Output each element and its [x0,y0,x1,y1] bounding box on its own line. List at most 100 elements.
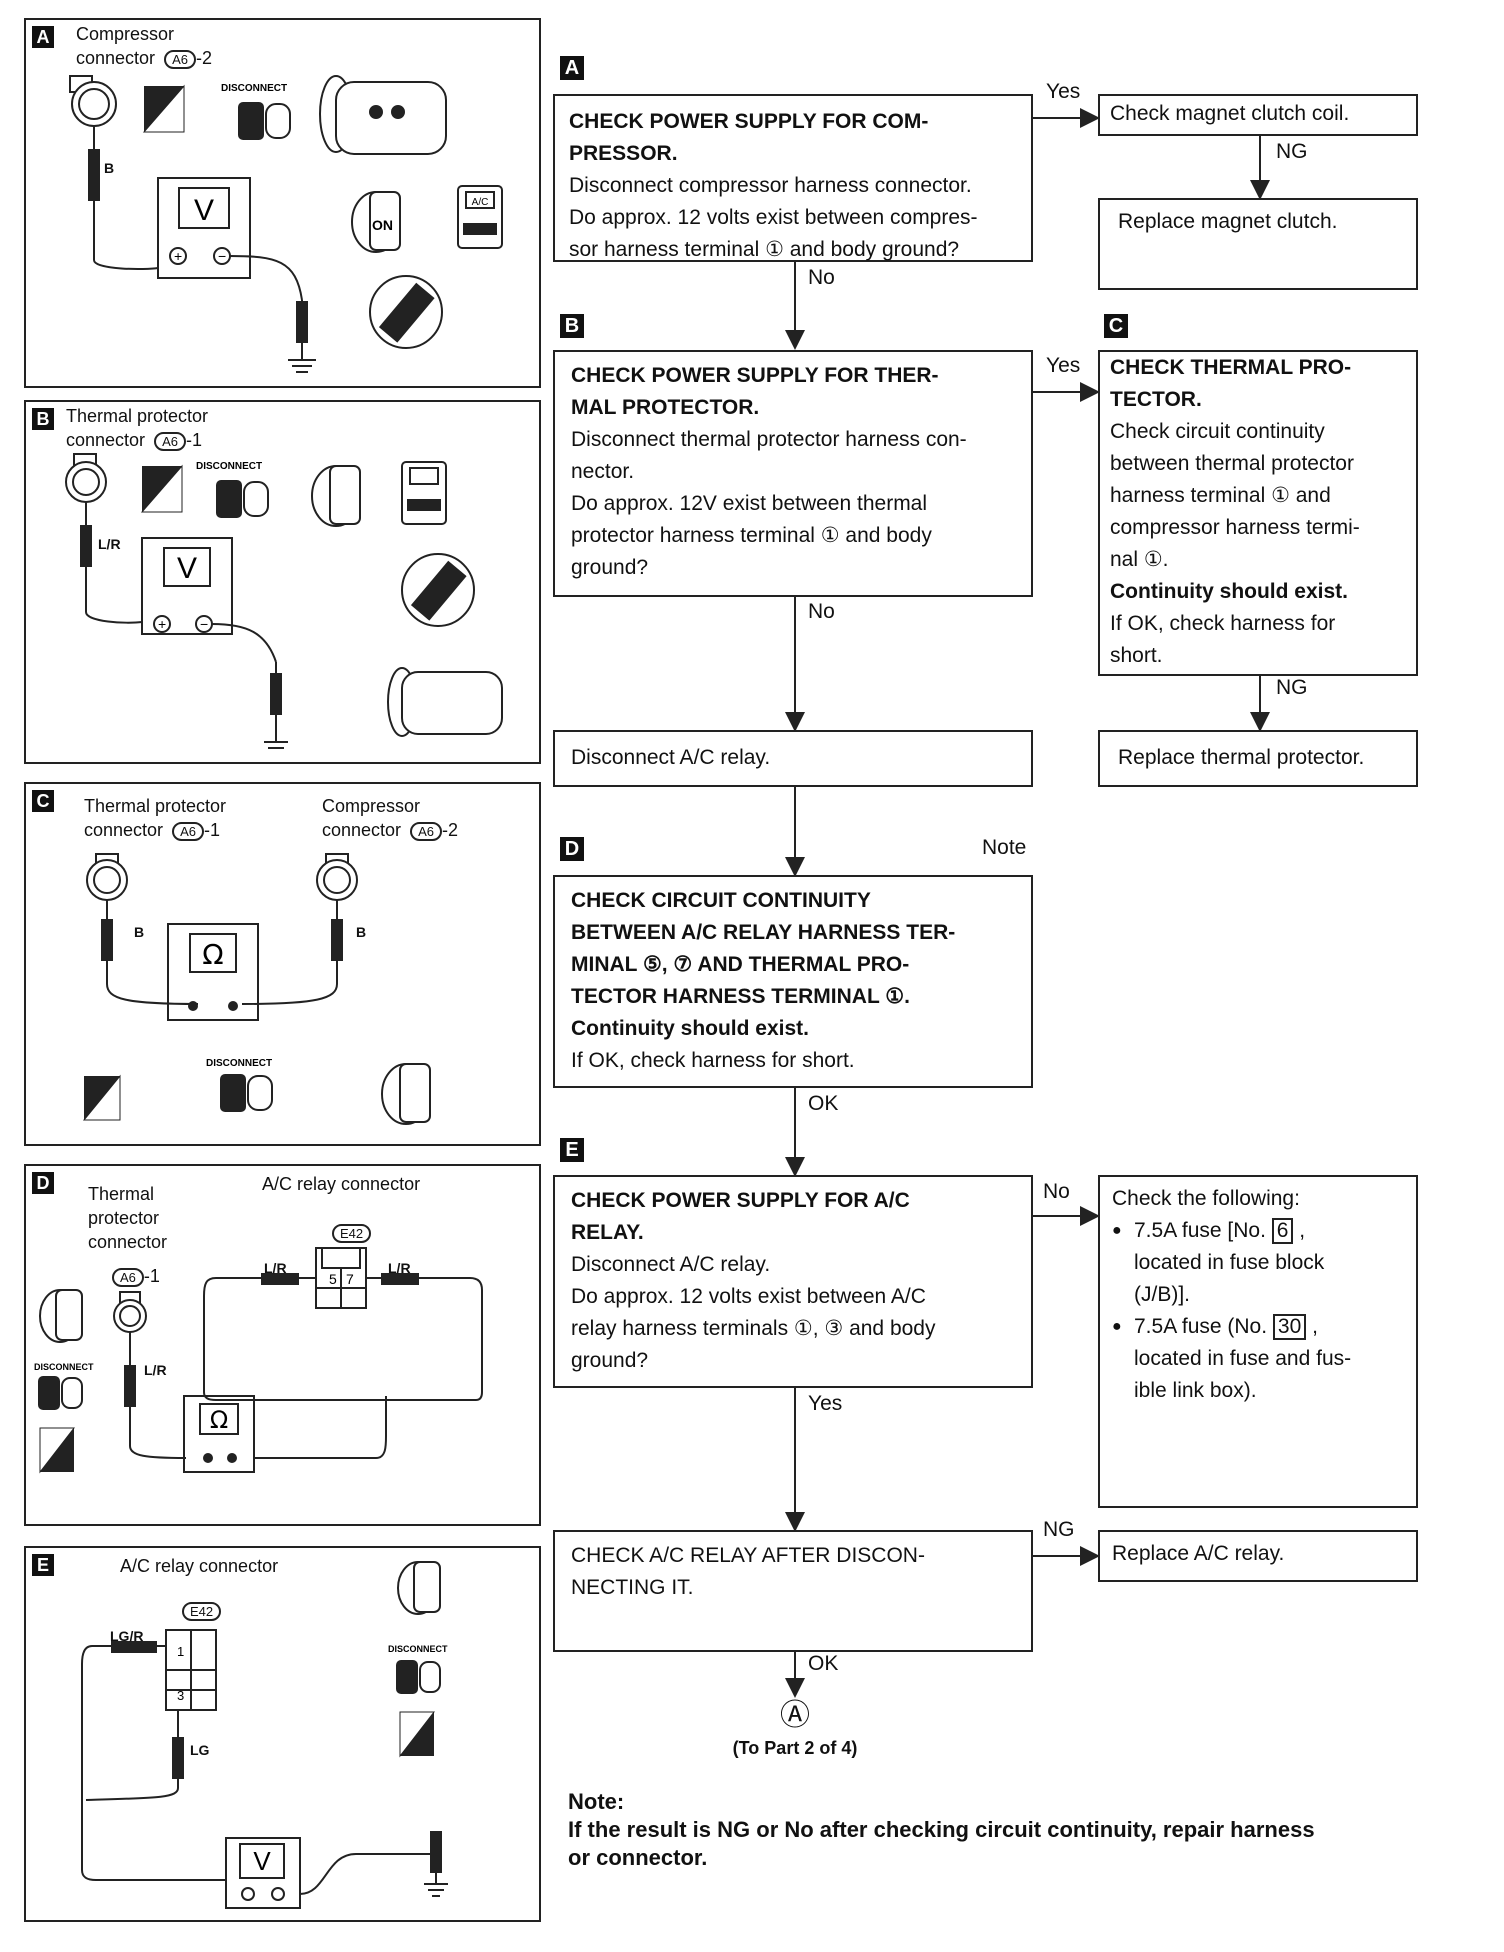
panel-e-pin-b: 3 [177,1688,184,1703]
ignition-on-icon [397,1561,441,1615]
ac-switch-icon [457,185,503,249]
step-b-body: Disconnect thermal protector harness con… [571,428,967,579]
ignition-on-icon [311,465,361,527]
connector-a-symbol: Ⓐ [780,1699,810,1732]
svg-text:DISCONNECT: DISCONNECT [34,1362,94,1372]
step-d-title: CHECK CIRCUIT CONTINUITY BETWEEN A/C REL… [571,889,956,1008]
fuse-list: 7.5A fuse [No. 6 , located in fuse block… [1112,1215,1404,1407]
panel-e-meter: V [253,1846,271,1876]
panel-d-connector-id: A6 [112,1268,144,1287]
step-letter-b: B [560,314,584,338]
disconnect-icon [216,480,242,518]
panel-a-suffix: -2 [195,48,212,68]
panel-e: E A/C relay connector E42 1 3 V [24,1546,541,1922]
edge-label-b-no: No [808,600,835,623]
panel-c-meter: Ω [202,938,223,971]
panel-a-meter: V [194,194,214,227]
step-d-note: Note [982,836,1027,859]
ignition-on-icon [351,191,401,253]
magnet-coil-text: Check magnet clutch coil. [1110,102,1350,125]
ignition-on-text: ON [372,217,393,233]
step-c-bold: Continuity should exist. [1110,580,1349,603]
panel-d-pin-a: 5 [329,1271,337,1287]
panel-e-wire-2: LG [190,1742,210,1758]
step-letter-d: D [560,837,584,861]
panel-a: A Compressor connector A6-2 V + − [24,18,541,388]
panel-c-left2: connector [84,820,164,840]
panel-c-left-connector-id: A6 [172,822,204,841]
replace-clutch-text: Replace magnet clutch. [1118,210,1338,233]
step-a-box: CHECK POWER SUPPLY FOR COM- PRESSOR. Dis… [553,94,1033,262]
magnet-coil-box: Check magnet clutch coil. [1098,94,1418,136]
step-c-tail: If OK, check harness for short. [1110,612,1336,667]
panel-d-title: A/C relay connector [262,1174,421,1194]
check-following-box: Check the following: 7.5A fuse [No. 6 , … [1098,1175,1418,1508]
svg-text:DISCONNECT: DISCONNECT [196,461,262,472]
panel-c-right1: Compressor [322,796,421,816]
panel-e-pin-a: 1 [177,1644,184,1659]
edge-label-a-yes: Yes [1046,80,1081,103]
ac-switch-text: A/C [472,197,489,208]
step-c-title: CHECK THERMAL PRO- TECTOR. [1110,356,1352,411]
disconnect-icon [38,1376,60,1410]
panel-c: C Thermal protector connector A6-1 Compr… [24,782,541,1146]
edge-label-a-no: No [808,266,835,289]
step-e-box: CHECK POWER SUPPLY FOR A/C RELAY. Discon… [553,1175,1033,1388]
panel-b-line2: connector [66,430,146,450]
fuse-number-6: 6 [1271,1218,1294,1244]
relay-check-text: CHECK A/C RELAY AFTER DISCON- NECTING IT… [571,1544,925,1599]
panel-d-wiring: 5 7 Ω DISCONNECT [34,1247,483,1474]
compressor-icon [319,75,447,155]
disconnect-relay-text: Disconnect A/C relay. [571,746,771,769]
panel-e-wiring: 1 3 V DISCONNECT [81,1561,448,1909]
panel-b-letter: B [32,408,54,430]
panel-a-line2: connector [76,48,156,68]
edge-label-coil-ng: NG [1276,140,1308,163]
panel-d-wire-3: L/R [144,1362,167,1378]
step-c-body: Check circuit continuity between thermal… [1110,420,1360,571]
ignition-off-icon [381,1063,431,1125]
step-a-title: CHECK POWER SUPPLY FOR COM- PRESSOR. [569,110,929,165]
disconnect-icon [238,102,264,140]
fuse-number-30: 30 [1272,1314,1307,1340]
panel-c-right2: connector [322,820,402,840]
step-c-box: CHECK THERMAL PRO- TECTOR. Check circuit… [1098,350,1418,676]
step-e-body: Disconnect A/C relay. Do approx. 12 volt… [571,1253,936,1372]
panel-a-letter: A [32,26,54,48]
panel-c-wiring: Ω DISCONNECT [82,853,431,1125]
fan-knob-icon [369,275,443,349]
compressor-icon [387,667,503,737]
svg-text:DISCONNECT: DISCONNECT [388,1644,448,1654]
step-d-bold: Continuity should exist. [571,1017,810,1040]
step-b-box: CHECK POWER SUPPLY FOR THER- MAL PROTECT… [553,350,1033,597]
panel-e-wire-1: LG/R [110,1628,144,1644]
footnote: Note: If the result is NG or No after ch… [568,1788,1468,1872]
edge-label-relay-ng: NG [1043,1518,1075,1541]
footnote-title: Note: [568,1789,625,1814]
panel-b-line1: Thermal protector [66,406,209,426]
svg-text:+: + [174,248,182,264]
panel-d-left2: protector [88,1208,160,1228]
panel-c-letter: C [32,790,54,812]
panel-c-wire-left: B [134,924,145,940]
ignition-off-icon [39,1289,83,1343]
edge-label-relay-ok: OK [808,1652,839,1675]
disconnect-relay-box: Disconnect A/C relay. [553,730,1033,787]
panel-d-pin-b: 7 [346,1271,354,1287]
step-e-title: CHECK POWER SUPPLY FOR A/C RELAY. [571,1189,910,1244]
replace-thermal-box: Replace thermal protector. [1098,730,1418,787]
replace-clutch-box: Replace magnet clutch. [1098,198,1418,290]
panel-b-wire-label: L/R [98,536,121,552]
step-d-box: CHECK CIRCUIT CONTINUITY BETWEEN A/C REL… [553,875,1033,1088]
fuse-item-1: 7.5A fuse [No. 6 , located in fuse block… [1112,1215,1404,1311]
fan-knob-icon [401,553,475,627]
step-letter-e: E [560,1138,584,1162]
svg-text:DISCONNECT: DISCONNECT [221,83,287,94]
panel-d-left1: Thermal [88,1184,155,1204]
panel-a-line1: Compressor [76,24,175,44]
disconnect-icon [220,1074,246,1112]
edge-label-d-ok: OK [808,1092,839,1115]
panel-a-connector-id: A6 [164,50,196,69]
replace-thermal-text: Replace thermal protector. [1118,746,1365,769]
step-letter-c: C [1104,314,1128,338]
